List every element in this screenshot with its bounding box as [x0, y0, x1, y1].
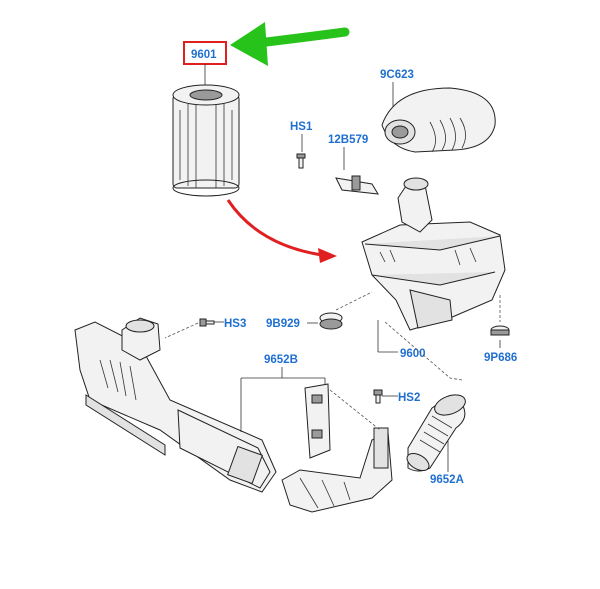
red-arrow	[226, 199, 337, 263]
label-9C623: 9C623	[380, 69, 414, 81]
label-9P686: 9P686	[484, 352, 517, 364]
green-arrow	[230, 22, 350, 66]
screw-HS2	[373, 389, 383, 404]
label-9652A: 9652A	[430, 474, 464, 486]
label-9B929: 9B929	[266, 318, 300, 330]
hose-9652A	[406, 394, 466, 472]
label-12B579: 12B579	[328, 134, 368, 146]
label-HS3: HS3	[224, 318, 246, 330]
screw-HS1	[296, 153, 306, 169]
intake-hose-9C623	[381, 87, 496, 153]
label-HS1: HS1	[290, 121, 313, 133]
grommet-9P686	[490, 325, 510, 336]
duct-bracket	[304, 383, 331, 459]
air-cleaner-housing-9600	[361, 177, 506, 331]
label-HS2: HS2	[398, 392, 420, 404]
grommet-9B929	[319, 312, 343, 330]
label-9652B: 9652B	[264, 354, 298, 366]
air-filter-element	[172, 84, 240, 197]
sensor-12B579	[335, 175, 379, 195]
label-9600: 9600	[400, 348, 426, 360]
screw-HS3	[199, 318, 215, 327]
air-duct-9652B	[74, 317, 277, 493]
lower-duct	[281, 427, 393, 513]
label-9601: 9601	[191, 49, 217, 61]
